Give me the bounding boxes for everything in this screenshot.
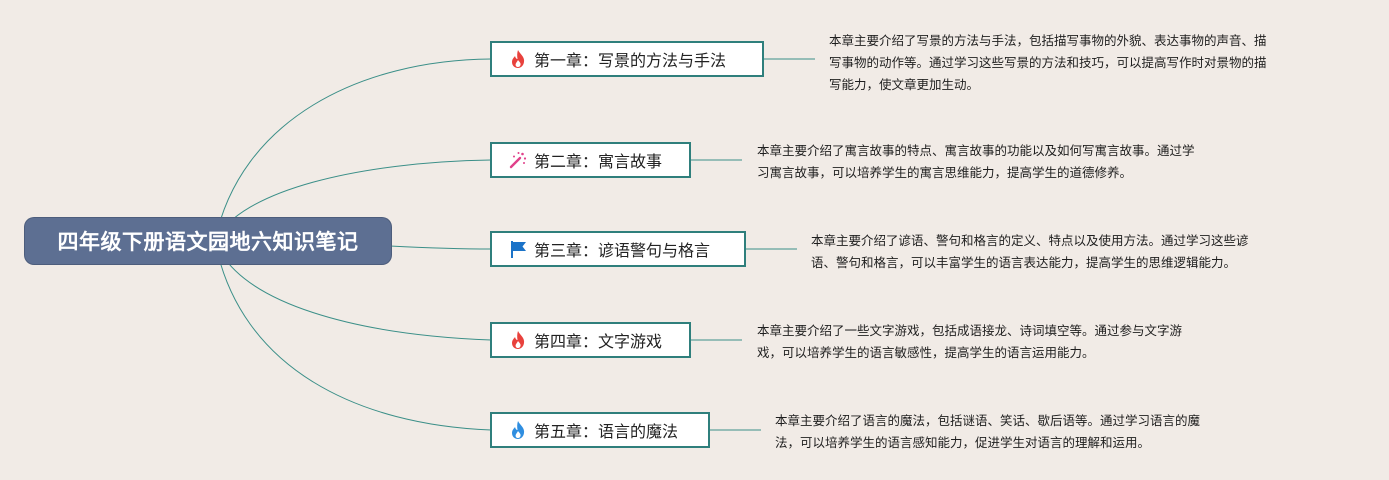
description-line: 写能力，使文章更加生动。 — [829, 77, 980, 92]
connector-root-chapter-1 — [214, 58, 492, 242]
chapter-2-label: 第二章：寓言故事 — [534, 152, 663, 171]
connector-root-chapter-4 — [214, 240, 492, 341]
chapter-1-description: 本章主要介绍了写景的方法与手法，包括描写事物的外貌、表达事物的声音、描 写事物的… — [829, 30, 1267, 96]
description-line: 法，可以培养学生的语言感知能力，促进学生对语言的理解和运用。 — [775, 435, 1151, 450]
chapter-3-description: 本章主要介绍了谚语、警句和格言的定义、特点以及使用方法。通过学习这些谚 语、警句… — [811, 230, 1249, 274]
flag-icon — [508, 239, 528, 259]
description-line: 戏，可以培养学生的语言敏感性，提高学生的语言运用能力。 — [757, 345, 1095, 360]
description-line: 写事物的动作等。通过学习这些写景的方法和技巧，可以提高写作时对景物的描 — [829, 55, 1267, 70]
chapter-4-description: 本章主要介绍了一些文字游戏，包括成语接龙、诗词填空等。通过参与文字游 戏，可以培… — [757, 320, 1182, 364]
chapter-5-label: 第五章：语言的魔法 — [534, 422, 679, 441]
chapter-node-4[interactable]: 第四章：文字游戏 — [490, 322, 691, 358]
magic-wand-icon — [508, 150, 528, 170]
description-line: 本章主要介绍了写景的方法与手法，包括描写事物的外貌、表达事物的声音、描 — [829, 33, 1267, 48]
description-line: 习寓言故事，可以培养学生的寓言思维能力，提高学生的道德修养。 — [757, 165, 1133, 180]
root-title: 四年级下册语文园地六知识笔记 — [57, 230, 359, 254]
chapter-4-label: 第四章：文字游戏 — [534, 332, 663, 351]
description-line: 本章主要介绍了一些文字游戏，包括成语接龙、诗词填空等。通过参与文字游 — [757, 323, 1183, 338]
connector-root-chapter-5 — [214, 240, 492, 431]
connector-root-chapter-3 — [389, 245, 492, 250]
chapter-node-3[interactable]: 第三章：谚语警句与格言 — [490, 231, 746, 267]
blue-flame-icon — [508, 420, 528, 440]
root-node[interactable]: 四年级下册语文园地六知识笔记 — [25, 218, 391, 264]
chapter-node-2[interactable]: 第二章：寓言故事 — [490, 142, 691, 178]
fire-icon — [508, 49, 528, 69]
chapter-1-label: 第一章：写景的方法与手法 — [534, 51, 727, 70]
chapter-3-label: 第三章：谚语警句与格言 — [534, 241, 711, 260]
chapter-5-description: 本章主要介绍了语言的魔法，包括谜语、笑话、歇后语等。通过学习语言的魔 法，可以培… — [775, 410, 1200, 454]
chapter-2-description: 本章主要介绍了寓言故事的特点、寓言故事的功能以及如何写寓言故事。通过学 习寓言故… — [757, 140, 1195, 184]
description-line: 本章主要介绍了语言的魔法，包括谜语、笑话、歇后语等。通过学习语言的魔 — [775, 413, 1201, 428]
description-line: 语、警句和格言，可以丰富学生的语言表达能力，提高学生的思维逻辑能力。 — [811, 255, 1237, 270]
chapter-node-5[interactable]: 第五章：语言的魔法 — [490, 412, 710, 448]
description-line: 本章主要介绍了寓言故事的特点、寓言故事的功能以及如何写寓言故事。通过学 — [757, 143, 1195, 158]
fire-icon — [508, 330, 528, 350]
chapter-node-1[interactable]: 第一章：写景的方法与手法 — [490, 41, 764, 77]
description-line: 本章主要介绍了谚语、警句和格言的定义、特点以及使用方法。通过学习这些谚 — [811, 233, 1249, 248]
